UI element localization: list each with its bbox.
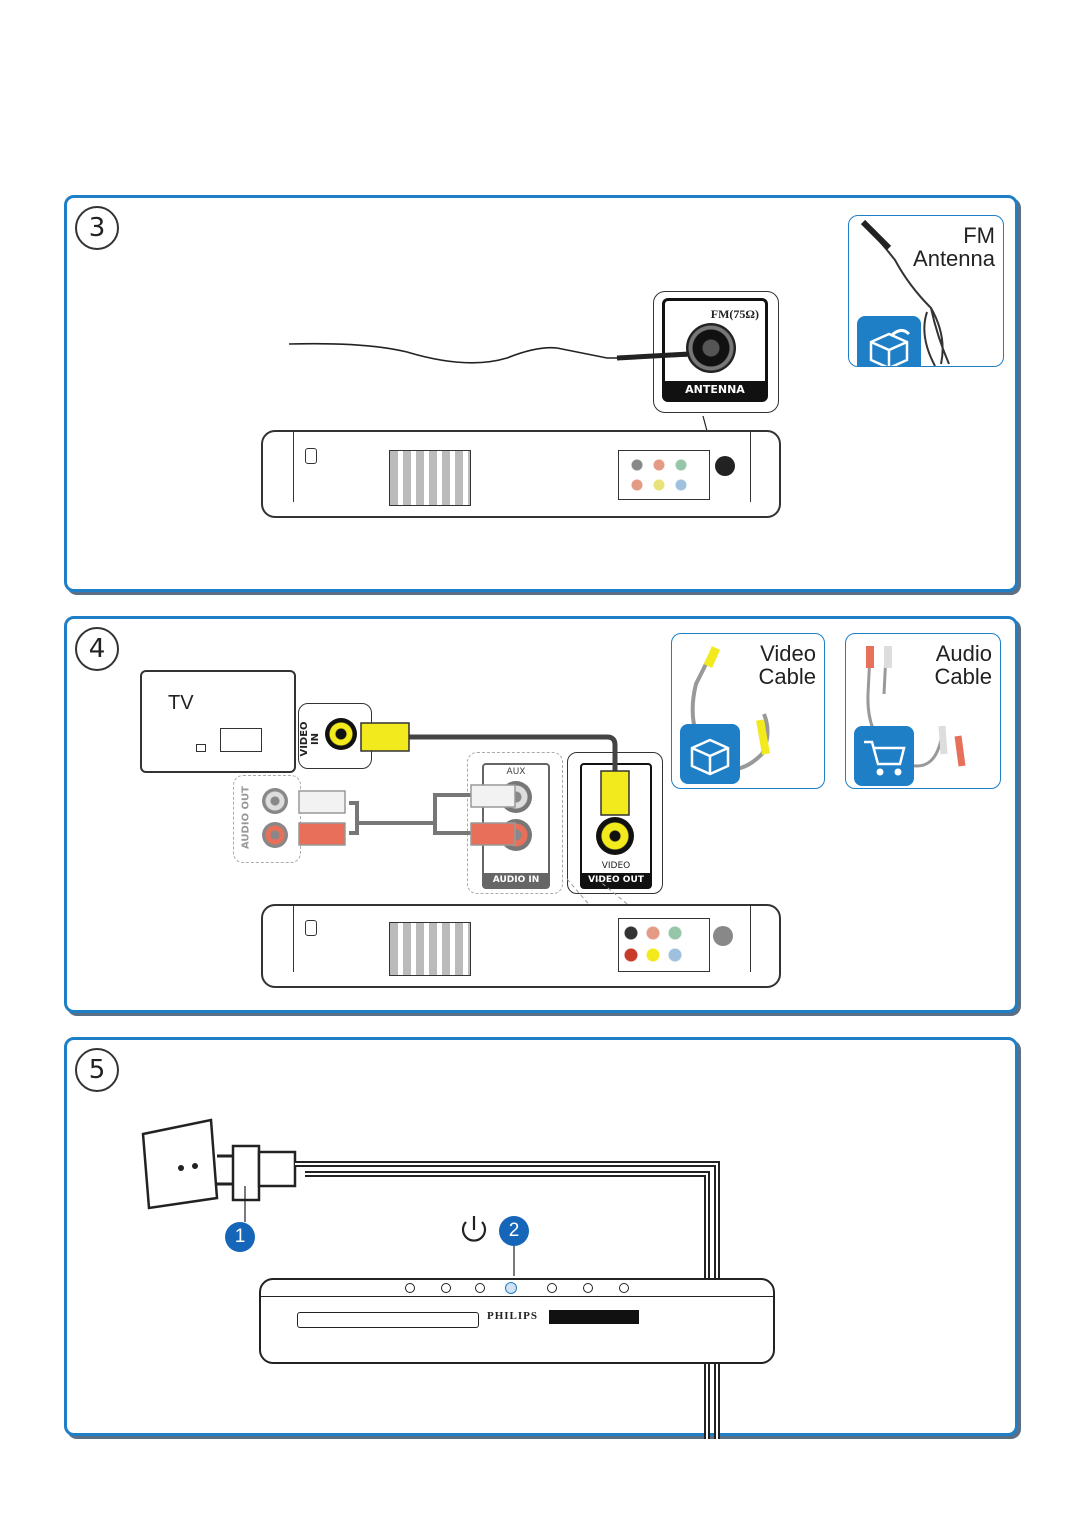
step-3-number: 3 [75,206,119,250]
video-card-line1: Video [760,641,816,666]
disc-tray[interactable] [297,1312,479,1328]
player-rear-panel [261,904,781,988]
front-button-5[interactable] [583,1283,593,1293]
tv-label: TV [168,692,194,714]
front-button-4[interactable] [547,1283,557,1293]
player-front: PHILIPS [259,1278,775,1364]
front-button-1[interactable] [405,1283,415,1293]
antenna-zoom-top-label: FM(75Ω) [710,307,759,321]
rear-antenna-jack [713,926,733,946]
step-4-panel: 4 Video Cable Audio Cable [64,616,1018,1013]
audio-card-line1: Audio [935,641,992,666]
step-3-panel: 3 FM Antenna FM(75Ω) ANTENNA [64,195,1018,592]
power-button[interactable] [505,1282,517,1294]
fm-card-line1: FM [963,223,995,248]
speaker-terminals [389,450,471,506]
video-cable-card: Video Cable [671,633,825,789]
step-5-number: 5 [75,1048,119,1092]
step-4-number: 4 [75,627,119,671]
in-box-icon [857,316,921,366]
video-card-line2: Cable [758,664,816,689]
fm-antenna-card: FM Antenna [848,215,1004,367]
in-box-icon [680,724,740,784]
fm-antenna-wire-icon [860,219,950,366]
rear-jacks [618,918,710,972]
front-button-6[interactable] [619,1283,629,1293]
player-rear-panel [261,430,781,518]
audio-card-line2: Cable [934,664,992,689]
callout-badge-1: 1 [225,1222,255,1252]
aux-audio-in-zoom: AUX AUDIO IN [467,752,563,894]
shopping-cart-icon [854,726,914,786]
antenna-socket-zoom: FM(75Ω) ANTENNA [653,291,779,413]
rear-jacks [618,450,710,500]
audio-cable-icon [866,646,966,768]
video-out-zoom: VIDEO VIDEO OUT [567,752,663,894]
tv-video-in-jack [325,718,357,750]
antenna-jack-icon [686,323,736,373]
video-in-label: VIDEO IN [299,721,321,757]
brand-logo: PHILIPS [487,1310,539,1322]
power-setup-drawing [141,1118,720,1439]
audio-out-label: AUDIO OUT [240,786,252,849]
antenna-zoom-bottom-label: ANTENNA [665,381,765,399]
video-out-bottom-label: VIDEO OUT [582,873,650,887]
fm-card-line2: Antenna [913,246,995,271]
audio-cable-card: Audio Cable [845,633,1001,789]
video-out-top-label: VIDEO [601,861,631,871]
front-button-2[interactable] [441,1283,451,1293]
callout-badge-2: 2 [499,1216,529,1246]
speaker-terminals [389,922,471,976]
aux-top-label: AUX [506,767,526,777]
power-socket-icon [305,448,317,464]
step-5-panel: 5 1 2 PHILIPS [64,1037,1018,1439]
rear-antenna-jack [715,456,735,476]
display-window [549,1310,639,1324]
video-out-jack [596,817,634,855]
tv-back: TV [140,670,296,773]
power-socket-icon [305,920,317,936]
aux-bottom-label: AUDIO IN [484,873,548,887]
tv-audio-out-zoom: AUDIO OUT [233,775,301,863]
front-button-3[interactable] [475,1283,485,1293]
tv-video-in-zoom: VIDEO IN [298,703,372,769]
